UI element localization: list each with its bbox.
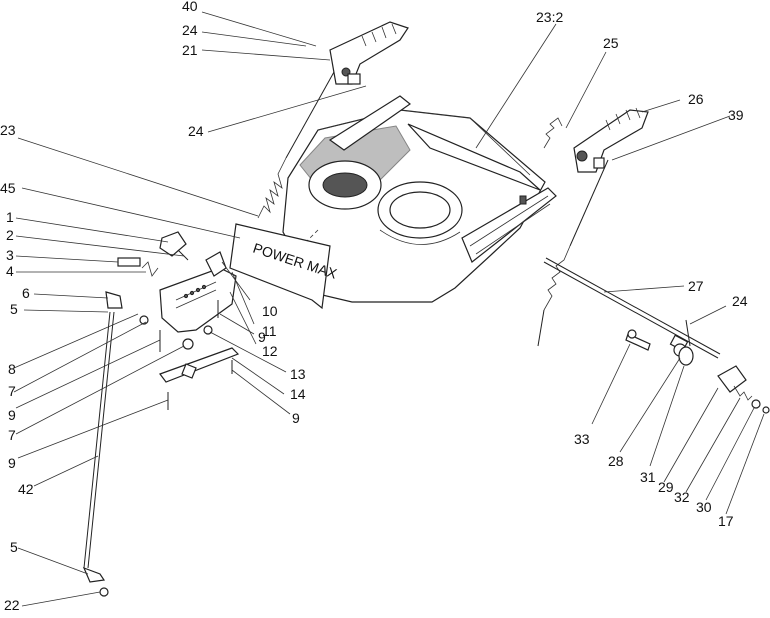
callout-label: 8 [8, 361, 16, 377]
callout-label: 45 [0, 180, 16, 196]
callout-label: 13 [290, 366, 306, 382]
callout-label: 31 [640, 469, 656, 485]
callout-label: 39 [728, 107, 744, 123]
callout-label: 28 [608, 453, 624, 469]
callout-label: 5 [10, 539, 18, 555]
shield [407, 123, 541, 191]
callout-label: 23 [0, 122, 16, 138]
callout-label: 24 [188, 123, 204, 139]
callout-label: 26 [688, 91, 704, 107]
shift-lever-knob [159, 231, 189, 261]
callout-label: 2 [6, 227, 14, 243]
shift-bracket [105, 251, 237, 352]
callout-label: 14 [290, 386, 306, 402]
callout-label: 9 [8, 455, 16, 471]
callout-label: 23:2 [536, 9, 563, 25]
callout-label: 7 [8, 383, 16, 399]
callout-label: 21 [182, 42, 198, 58]
callout-label: 29 [658, 479, 674, 495]
lower-plate [159, 347, 240, 410]
callout-label: 7 [8, 427, 16, 443]
callout-label: 24 [182, 22, 198, 38]
callout-label: 42 [18, 481, 34, 497]
callout-label: 1 [6, 209, 14, 225]
callout-label: 30 [696, 499, 712, 515]
callout-label: 9 [258, 329, 266, 345]
callout-label: 27 [688, 278, 704, 294]
callout-label: 25 [603, 35, 619, 51]
callout-label: 22 [4, 597, 20, 613]
leader-lines [13, 11, 765, 607]
right-shaft-hardware [625, 319, 770, 414]
dash-panel: POWER MAX [229, 223, 340, 310]
callout-label: 33 [574, 431, 590, 447]
callout-label: 6 [22, 285, 30, 301]
left-handle-spring [257, 71, 335, 219]
right-handle-spring [537, 159, 609, 347]
callout-labels: 40 24 21 24 23:2 25 26 39 23 45 1 2 3 4 … [0, 0, 748, 613]
callout-label: 11 [262, 323, 277, 339]
callout-label: 17 [718, 513, 734, 529]
right-handle-grip [573, 107, 649, 173]
callout-label: 4 [6, 263, 14, 279]
callout-label: 10 [262, 303, 278, 319]
callout-label: 9 [8, 407, 16, 423]
spring-25 [543, 117, 563, 149]
callout-label: 9 [292, 410, 300, 426]
shift-rod [82, 311, 115, 597]
left-handle-grip [329, 21, 409, 85]
callout-label: 40 [182, 0, 198, 14]
callout-label: 32 [674, 489, 690, 505]
callout-label: 12 [262, 343, 278, 359]
callout-label: 24 [732, 293, 748, 309]
callout-label: 3 [6, 247, 14, 263]
callout-label: 5 [10, 301, 18, 317]
